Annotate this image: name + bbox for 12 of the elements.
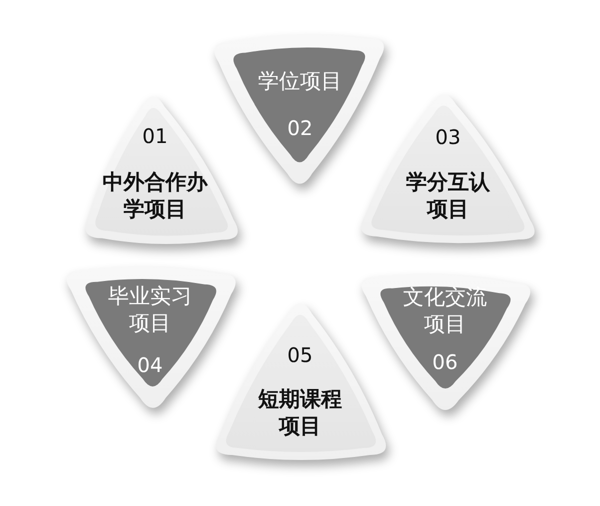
step-number: 02 [287,115,313,142]
step-number: 05 [287,342,313,369]
step-number: 04 [137,352,163,379]
program-title: 学分互认项目 [405,169,492,223]
program-title: 文化交流项目 [402,284,488,338]
program-title: 中外合作办学项目 [102,169,209,223]
step-number: 01 [142,123,168,150]
program-title: 学位项目 [257,68,343,95]
step-number: 03 [435,124,461,151]
program-title: 短期课程项目 [256,386,343,440]
step-number: 06 [432,349,458,376]
program-title: 毕业实习项目 [107,283,193,337]
